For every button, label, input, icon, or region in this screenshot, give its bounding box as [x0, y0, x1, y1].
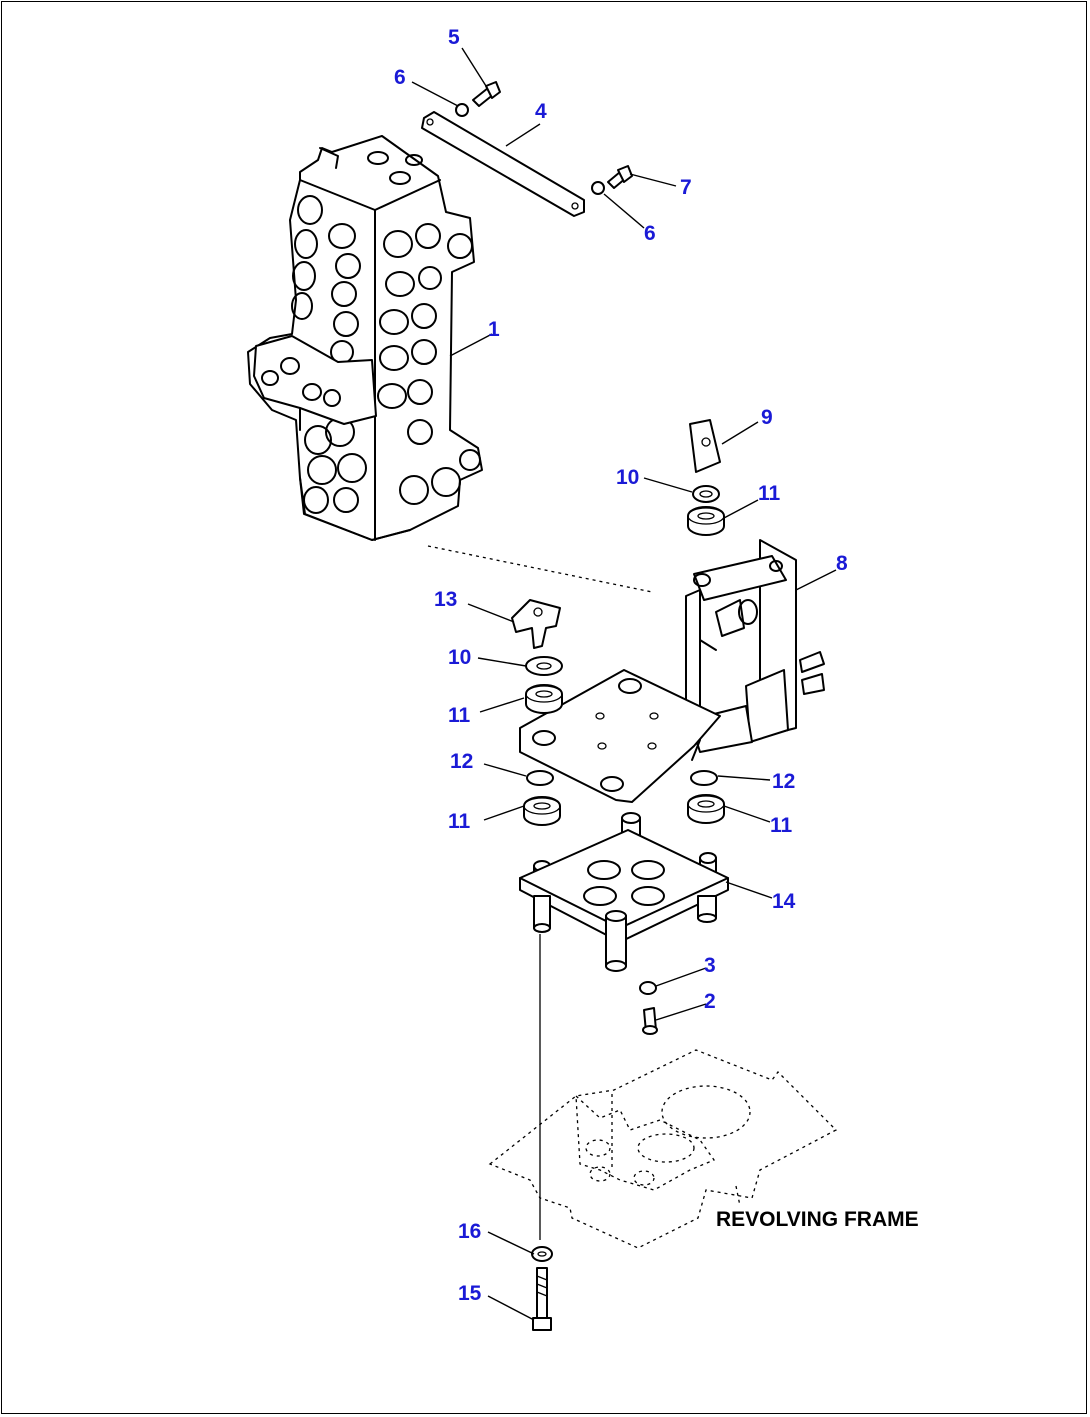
cushion-11-left-lower [523, 796, 561, 826]
washer-6-right [591, 181, 605, 195]
cushion-11-right [687, 794, 725, 824]
ring-12-right [690, 770, 718, 786]
bolt-15 [532, 1267, 552, 1331]
washer-16 [531, 1246, 553, 1262]
callout-11: 11 [448, 810, 471, 833]
callout-10: 10 [616, 466, 639, 489]
callout-labels: 5 6 4 7 6 1 9 10 11 8 13 10 11 12 12 11 … [394, 26, 848, 1305]
callout-8: 8 [836, 552, 848, 575]
callout-11: 11 [770, 814, 793, 837]
clamp-9 [689, 419, 721, 473]
washer-10-lower [525, 656, 563, 676]
callout-13: 13 [434, 588, 457, 611]
callout-3: 3 [704, 954, 716, 977]
callout-1: 1 [488, 318, 500, 341]
callout-15: 15 [458, 1282, 482, 1305]
cushion-11-upper [687, 506, 725, 536]
callout-16: 16 [458, 1220, 481, 1243]
callout-9: 9 [761, 406, 773, 429]
cushion-11-left-upper [525, 684, 563, 714]
bolt-7 [607, 165, 633, 189]
callout-10: 10 [448, 646, 471, 669]
washer-6-top [455, 103, 469, 117]
bolt-2 [642, 1007, 658, 1035]
callout-5: 5 [448, 26, 460, 49]
callout-14: 14 [772, 890, 796, 913]
control-valve [247, 135, 483, 541]
bar-4 [421, 111, 585, 217]
callout-7: 7 [680, 176, 692, 199]
callout-11: 11 [758, 482, 781, 505]
washer-3 [639, 981, 657, 995]
callout-11: 11 [448, 704, 471, 727]
callout-6: 6 [394, 66, 406, 89]
revolving-frame-outline [488, 1049, 838, 1249]
ring-12-left [526, 770, 554, 786]
plate-8 [519, 669, 721, 803]
revolving-frame-label: REVOLVING FRAME [716, 1208, 919, 1231]
alignment-dotted-line [427, 545, 653, 593]
callout-4: 4 [535, 100, 547, 123]
callout-12: 12 [450, 750, 473, 773]
bolt-5 [472, 81, 501, 107]
callout-2: 2 [704, 990, 716, 1013]
washer-10-upper [692, 485, 720, 503]
clamp-13 [511, 599, 561, 649]
callout-6: 6 [644, 222, 656, 245]
leader-lines [411, 47, 837, 1321]
mount-plate-14 [519, 812, 729, 972]
callout-12: 12 [772, 770, 795, 793]
